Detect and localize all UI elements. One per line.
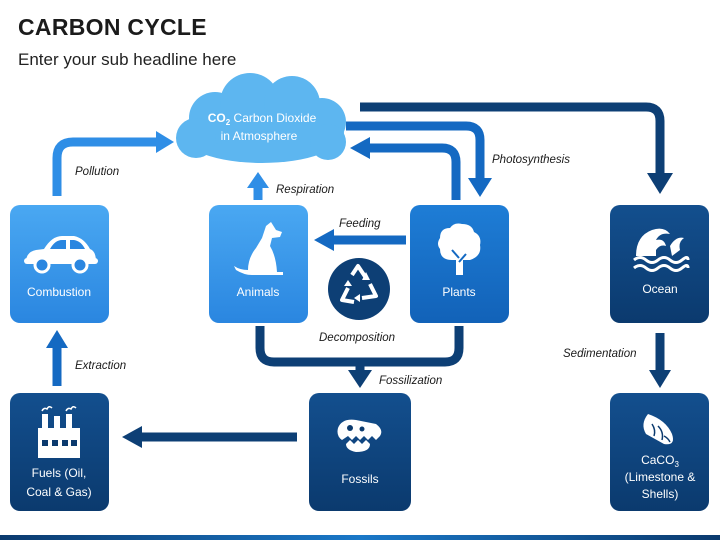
fossils-node: Fossils — [309, 393, 411, 511]
caco3-label-line1: CaCO3 — [641, 453, 679, 469]
tree-icon — [438, 223, 481, 275]
respiration-label: Respiration — [276, 184, 334, 196]
fuels-node: Fuels (Oil, Coal & Gas) — [10, 393, 109, 511]
arrowhead-pollution — [156, 131, 174, 153]
caco3-label-line3: Shells) — [642, 487, 679, 501]
plants-node: Plants — [410, 205, 509, 323]
arrowhead-fuels — [122, 426, 142, 448]
animals-node: Animals — [209, 205, 308, 323]
fuels-label-line2: Coal & Gas) — [26, 485, 91, 499]
ocean-label: Ocean — [642, 282, 677, 296]
dinosaur-skull-icon — [337, 419, 382, 452]
combustion-node: Combustion — [10, 205, 109, 323]
arrowhead-ocean — [647, 173, 673, 194]
recycle-icon — [340, 264, 378, 304]
page-title: CARBON CYCLE — [18, 14, 207, 40]
photosynthesis-arrow — [346, 121, 485, 180]
wave-icon — [633, 228, 690, 272]
arrowhead-photosynthesis — [468, 178, 492, 197]
photosynthesis-label: Photosynthesis — [492, 154, 570, 166]
atmosphere-label-line1: CO2 Carbon Dioxide — [208, 111, 317, 127]
feeding-label: Feeding — [339, 218, 381, 230]
bottom-accent-bar — [0, 535, 720, 540]
atmosphere-to-ocean-arrow — [360, 102, 665, 175]
plants-label: Plants — [442, 285, 475, 299]
fossils-label: Fossils — [341, 472, 378, 486]
arrowhead-extraction — [46, 330, 68, 348]
decomposition-node — [328, 258, 390, 320]
recycle-arrowheads — [344, 272, 370, 302]
arrowhead-to-atmosphere — [350, 137, 370, 159]
fuels-label-line1: Fuels (Oil, — [32, 466, 87, 480]
dog-icon — [234, 222, 283, 275]
atmosphere-label-line2: in Atmosphere — [221, 129, 298, 143]
arrowhead-respiration — [247, 172, 269, 188]
fossilization-label: Fossilization — [379, 375, 442, 387]
arrowhead-feeding — [314, 229, 334, 251]
arrowhead-fossilization — [348, 370, 372, 388]
caco3-label-line2: (Limestone & — [625, 470, 696, 484]
arrowhead-sedimentation — [649, 370, 671, 388]
decomposition-label: Decomposition — [319, 332, 395, 344]
pollution-arrow — [52, 137, 158, 196]
animals-label: Animals — [237, 285, 280, 299]
sedimentation-label: Sedimentation — [563, 348, 637, 360]
pollution-label: Pollution — [75, 166, 119, 178]
extraction-label: Extraction — [75, 360, 126, 372]
car-icon — [24, 236, 98, 274]
ocean-node: Ocean — [610, 205, 709, 323]
seashell-icon — [643, 414, 673, 445]
arrowheads — [46, 131, 673, 448]
cloud-icon — [176, 73, 346, 163]
caco3-node: CaCO3 (Limestone & Shells) — [610, 393, 709, 511]
plants-to-atmosphere-arrow — [368, 143, 461, 200]
factory-icon — [38, 405, 80, 458]
atmosphere-node: CO2 Carbon Dioxide in Atmosphere — [176, 73, 346, 163]
page-subtitle: Enter your sub headline here — [18, 50, 237, 69]
combustion-label: Combustion — [27, 285, 91, 299]
